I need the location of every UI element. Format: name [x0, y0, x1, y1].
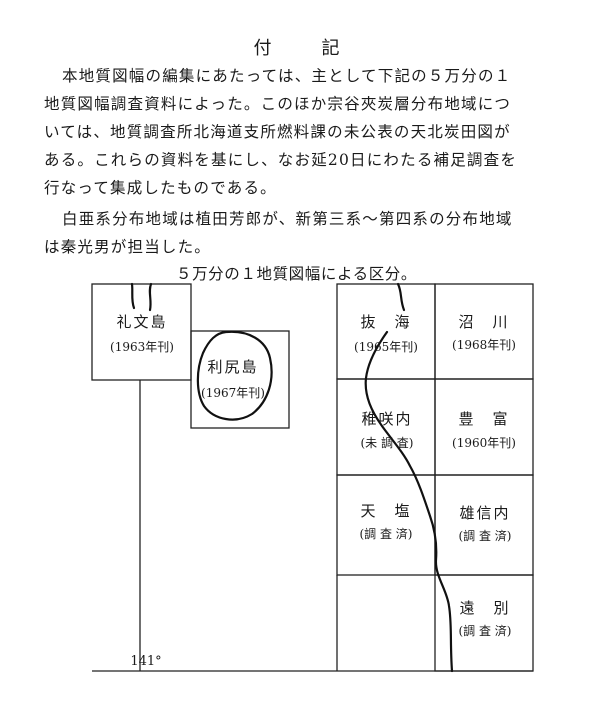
wakkanai-name: 稚咲内 — [361, 410, 412, 428]
numakawa-name: 沼 川 — [458, 313, 509, 331]
numakawa-sheet-box — [434, 283, 534, 380]
numakawa-status: (1968年刊) — [452, 338, 516, 352]
teshio-status: (調 査 済) — [360, 526, 413, 541]
section-heading: 付 記 — [253, 38, 356, 59]
toubetsu-status: (調 査 済) — [459, 623, 512, 638]
rishiri-name: 利尻島 — [207, 358, 258, 376]
toyotomi-status: (1960年刊) — [452, 436, 516, 450]
toubetsu-name: 遠 別 — [459, 599, 510, 617]
nukkai-coastline-north — [396, 282, 406, 312]
onobunai-sheet-box — [434, 474, 534, 576]
paragraph2-line1: 白亜系分布地域は植田芳郎が、新第三系〜第四系の分布地域 — [62, 210, 513, 228]
rishiri-status: (1967年刊) — [201, 386, 265, 400]
main-coastline — [364, 330, 454, 673]
teshio-name: 天 塩 — [360, 502, 411, 520]
rebun-name: 礼文島 — [116, 313, 167, 331]
onobunai-status: (調 査 済) — [459, 528, 512, 543]
rishiri-sheet-box — [190, 330, 290, 429]
rishiri-coastline — [196, 330, 273, 421]
paragraph1-line3: いては、地質調査所北海道支所燃料課の未公表の天北炭田図が — [44, 123, 511, 141]
paragraph1-line5: 行なって集成したものである。 — [44, 179, 277, 197]
longitude-label: 141° — [130, 654, 161, 669]
toyotomi-name: 豊 富 — [458, 410, 509, 428]
rebun-status: (1963年刊) — [110, 340, 174, 354]
rebun-coastline-1 — [130, 282, 136, 310]
onobunai-name: 雄信内 — [459, 504, 510, 522]
wakkanai-status: (未 調 査) — [361, 436, 414, 450]
paragraph1-line1: 本地質図幅の編集にあたっては、主として下記の５万分の１ — [62, 67, 512, 85]
nukkai-sheet-box — [336, 283, 436, 380]
rebun-sheet-box — [91, 283, 192, 381]
paragraph1-line2: 地質図幅調査資料によった。このほか宗谷夾炭層分布地域につ — [44, 95, 512, 113]
nukkai-status: (1965年刊) — [354, 340, 418, 354]
paragraph2-line2: は秦光男が担当した。 — [44, 238, 212, 256]
rebun-coastline-2 — [148, 282, 153, 312]
map-caption: ５万分の１地質図幅による区分。 — [175, 265, 418, 283]
nukkai-name: 抜 海 — [360, 313, 411, 331]
paragraph1-line4: ある。これらの資料を基にし、なお延20日にわたる補足調査を — [44, 151, 518, 169]
